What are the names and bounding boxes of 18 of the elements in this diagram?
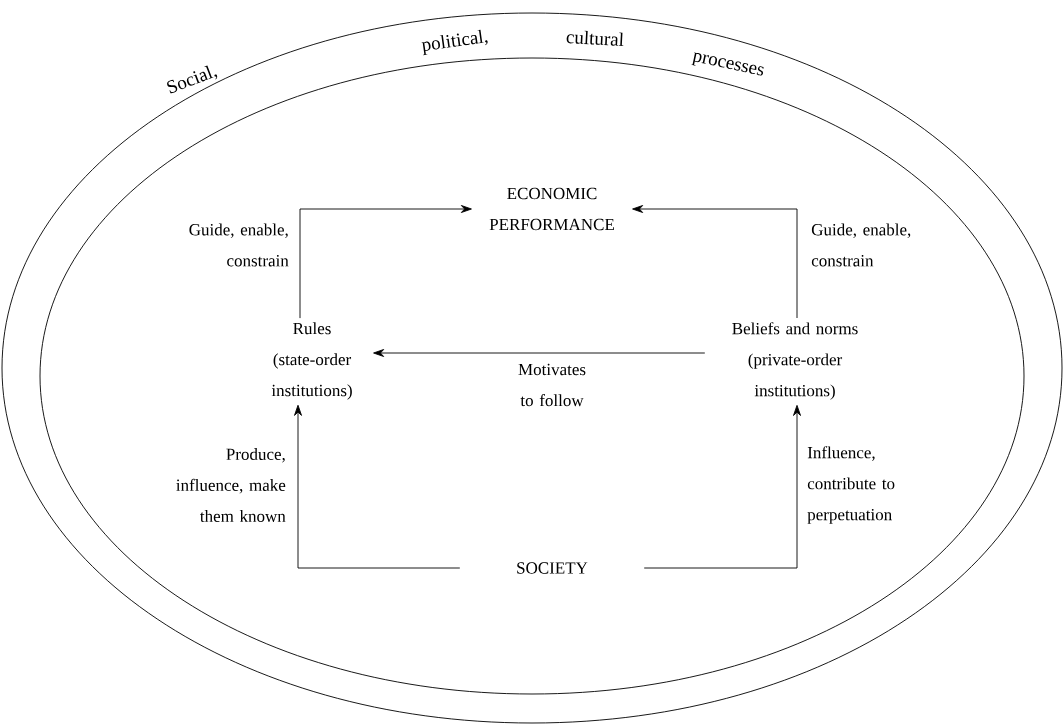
arrow <box>294 404 461 569</box>
arrow <box>643 404 801 569</box>
node-text: SOCIETY <box>517 562 588 574</box>
edge-label: Guide, enable, constrain <box>811 223 911 267</box>
band-label: cultural <box>566 30 624 46</box>
arrow <box>632 205 798 319</box>
node-text: ECONOMIC PERFORMANCE <box>489 187 614 231</box>
band-label: processes <box>691 52 764 76</box>
edge-label: Motivates to follow <box>518 363 586 407</box>
node-text: Beliefs and norms (private-order institutions) <box>732 322 858 400</box>
edge-label: Produce, influence, make them known <box>176 448 286 522</box>
arrow <box>373 349 706 357</box>
band-label: Social, <box>167 65 218 94</box>
node-text: Rules (state-order institutions) <box>271 322 352 400</box>
edge-label: Guide, enable, constrain <box>189 223 289 267</box>
edge-label: Influence, contribute to perpetuation <box>807 446 895 524</box>
arrow <box>299 205 472 319</box>
band-label: political, <box>421 29 488 56</box>
